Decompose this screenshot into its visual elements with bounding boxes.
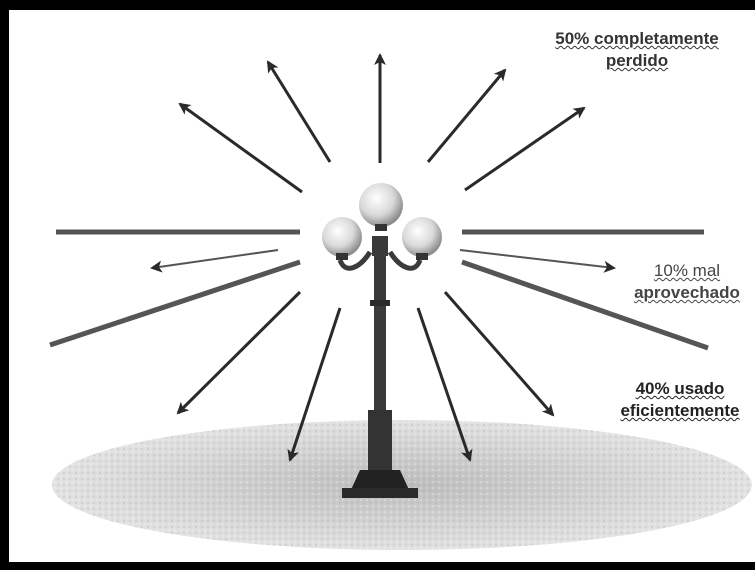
- arrow-up-right: [428, 70, 505, 162]
- label-efficient: 40% usado eficientemente: [595, 378, 755, 422]
- label-lost: 50% completamente perdido: [519, 28, 755, 72]
- arrow-up-left: [268, 62, 330, 162]
- diagram-panel: 50% completamente perdido 10% mal aprove…: [9, 10, 755, 562]
- arrow-misused-left: [152, 250, 278, 268]
- beam-lower-left: [50, 262, 300, 345]
- label-misused-percent: 10% mal: [613, 260, 755, 282]
- label-efficient-word: eficientemente: [595, 400, 755, 422]
- arrow-up-left-far: [180, 104, 302, 192]
- lamp-globe-right: [402, 217, 442, 257]
- lamp-globe-left: [322, 217, 362, 257]
- label-misused-word: aprovechado: [613, 282, 755, 304]
- lamp-globe-top: [359, 183, 403, 227]
- arrow-down-right-far: [445, 292, 553, 415]
- label-lost-word: perdido: [519, 50, 755, 72]
- arrow-up-right-far: [465, 108, 584, 190]
- arrow-misused-right: [460, 250, 614, 268]
- label-efficient-percent: 40% usado: [595, 378, 755, 400]
- label-misused: 10% mal aprovechado: [613, 260, 755, 304]
- label-lost-percent: 50% completamente: [519, 28, 755, 50]
- arrow-down-left-far: [178, 292, 300, 413]
